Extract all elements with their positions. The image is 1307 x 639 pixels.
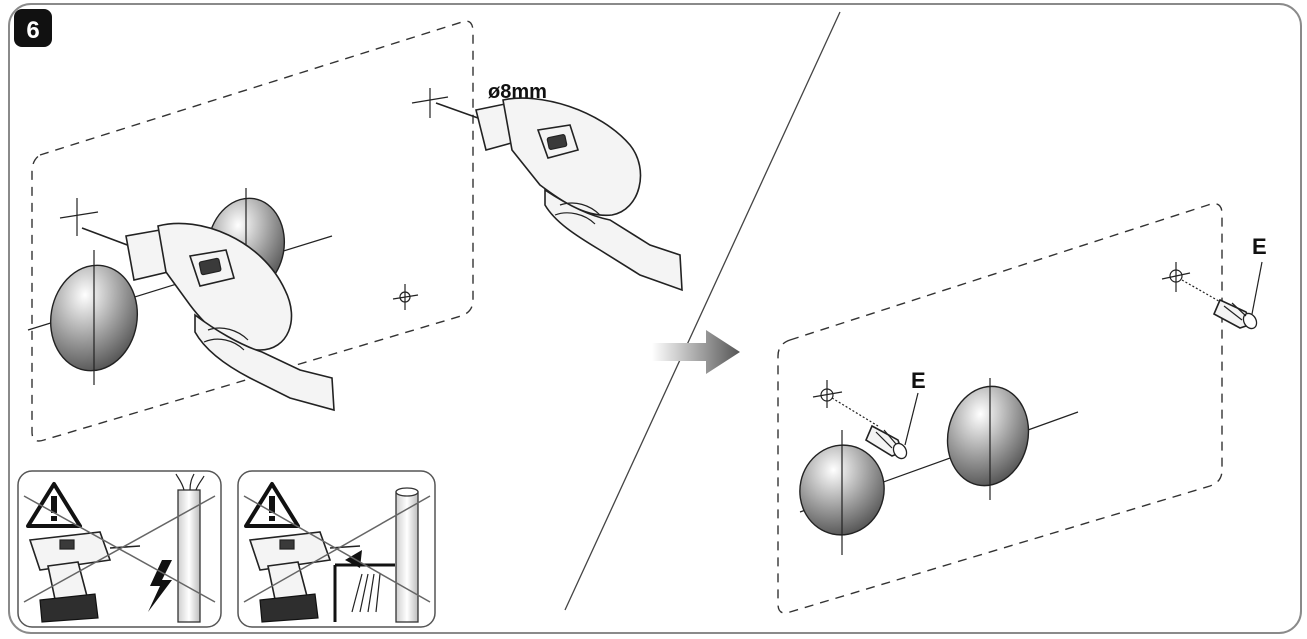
plug-label-left: E (911, 368, 926, 393)
prohibition-line (243, 495, 431, 603)
hole-mark-left (812, 380, 879, 427)
drill-upper (435, 97, 683, 292)
drill-mark-left (59, 198, 99, 236)
power-drill-icon (248, 531, 361, 623)
step-number: 6 (26, 17, 39, 44)
progression-arrow-icon (652, 330, 740, 374)
water-pipe-icon (395, 487, 419, 623)
wall-plug-left-icon (864, 392, 919, 460)
right-disc-right (946, 378, 1030, 500)
drill-size-label: ø8mm (488, 81, 547, 103)
outer-frame (8, 3, 1302, 634)
cable-pipe-icon (175, 473, 205, 623)
plug-label-right: E (1252, 234, 1267, 259)
warning-electric-cable (17, 470, 222, 628)
divider-line (564, 11, 841, 611)
warning-water-pipe (237, 470, 436, 628)
right-disc-left (799, 430, 885, 555)
lightning-bolt-icon (148, 560, 172, 612)
hole-mark-right (1161, 262, 1225, 305)
wall-plug-right-icon (1212, 261, 1263, 330)
prohibition-line (23, 495, 216, 603)
left-disc-lower (49, 250, 139, 385)
drill-mark-top (411, 88, 449, 118)
step-badge: 6 (14, 9, 52, 47)
drill-foreground (81, 222, 335, 412)
drill-mark-right (392, 284, 419, 310)
